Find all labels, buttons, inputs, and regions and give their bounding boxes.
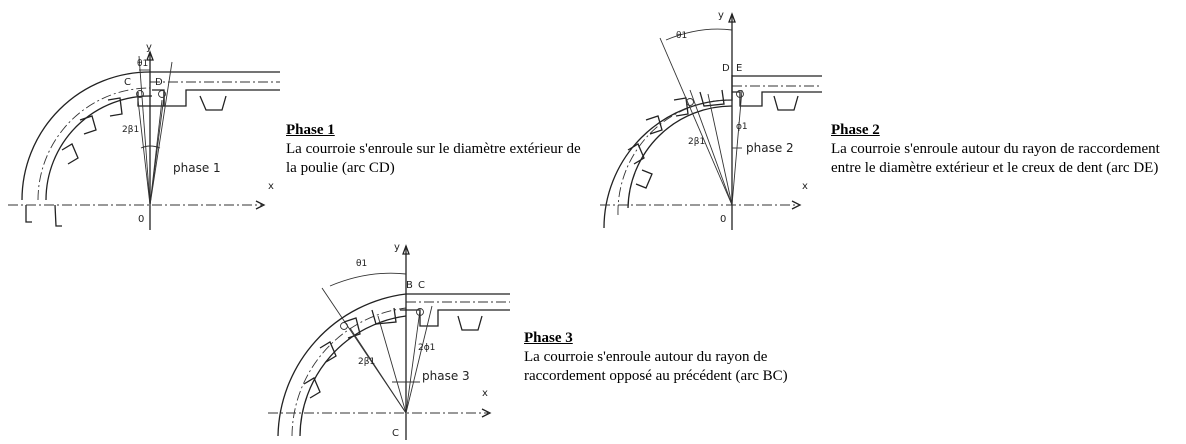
pulley-outline xyxy=(21,71,153,227)
point-e-label: E xyxy=(736,63,742,74)
origin-label: 0 xyxy=(138,214,144,225)
theta-label: θ1 xyxy=(137,59,148,69)
point-d-label: D xyxy=(722,63,730,74)
phase-2-text: Phase 2 La courroie s'enroule autour du … xyxy=(831,121,1183,178)
beta-label: 2β1 xyxy=(358,357,375,367)
point-c-label: C xyxy=(124,77,131,88)
phase-1-description: La courroie s'enroule sur le diamètre ex… xyxy=(286,141,581,176)
belt xyxy=(732,75,822,111)
belt xyxy=(150,71,280,111)
point-d-label: D xyxy=(155,77,163,88)
origin-label: C xyxy=(392,428,399,439)
phase-2-title: Phase 2 xyxy=(831,122,880,138)
pulley-teeth xyxy=(627,89,725,189)
axis-x-label: x xyxy=(268,181,274,192)
theta-label: θ1 xyxy=(356,259,367,269)
axis-y-label: y xyxy=(718,10,724,21)
phase-3-text: Phase 3 La courroie s'enroule autour du … xyxy=(524,329,844,386)
axis-x-label: x xyxy=(802,181,808,192)
construction-lines xyxy=(321,272,433,414)
axes xyxy=(268,244,492,440)
axis-y-label: y xyxy=(394,242,400,253)
phase-1-diagram: y x 0 θ1 2β1 C D phase 1 xyxy=(8,42,280,230)
phase-label: phase 2 xyxy=(746,141,794,155)
phase-1-title: Phase 1 xyxy=(286,122,335,138)
phase-3-description: La courroie s'enroule autour du rayon de… xyxy=(524,349,788,384)
phase-3-title: Phase 3 xyxy=(524,330,573,346)
axis-y-label: y xyxy=(146,42,152,53)
origin-label: 0 xyxy=(720,214,726,225)
pulley-teeth xyxy=(303,307,397,399)
phi-label: ϕ1 xyxy=(736,122,748,132)
phase-1-text: Phase 1 La courroie s'enroule sur le dia… xyxy=(286,121,586,178)
phi-label: 2ϕ1 xyxy=(418,343,435,353)
pulley-outline xyxy=(277,293,407,437)
beta-label: 2β1 xyxy=(122,125,139,135)
theta-label: θ1 xyxy=(676,31,687,41)
beta-label: 2β1 xyxy=(688,137,705,147)
axes xyxy=(600,12,802,230)
axis-x-label: x xyxy=(482,388,488,399)
point-c-label: C xyxy=(418,280,425,291)
construction-lines xyxy=(659,28,744,206)
phase-2-description: La courroie s'enroule autour du rayon de… xyxy=(831,141,1160,176)
phase-label: phase 3 xyxy=(422,369,470,383)
phase-label: phase 1 xyxy=(173,161,221,175)
phase-2-diagram: y x 0 θ1 2β1 ϕ1 D E phase 2 xyxy=(600,10,822,230)
construction-lines xyxy=(136,55,173,206)
phase-3-diagram: y x C θ1 2β1 2ϕ1 B C phase 3 xyxy=(268,242,510,440)
point-b-label: B xyxy=(406,280,413,291)
axes xyxy=(8,50,266,230)
